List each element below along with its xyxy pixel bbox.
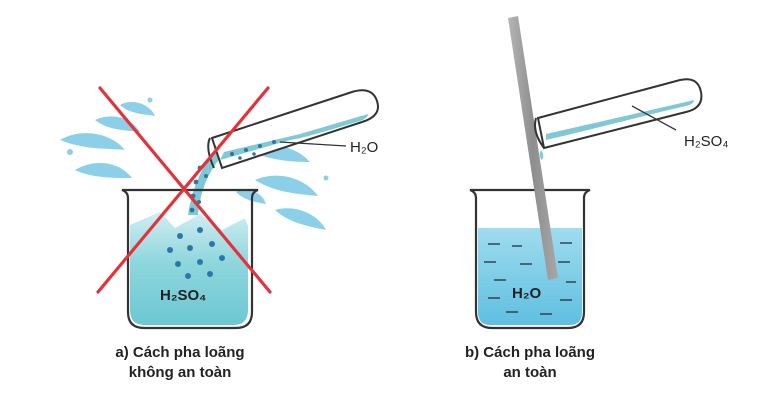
beaker-a-liquid <box>130 212 248 325</box>
leader-line-a <box>279 141 347 147</box>
beaker-b <box>469 188 591 330</box>
stream-bubbles <box>189 165 208 213</box>
liquid-ripples <box>484 242 576 315</box>
drops-in-beaker <box>167 227 225 279</box>
test-tube-a <box>207 89 379 170</box>
red-cross-mark <box>96 86 272 294</box>
caption-b: b) Cách pha loãng an toàn <box>430 343 630 383</box>
leader-line-b <box>631 105 677 131</box>
caption-a-line1: a) Cách pha loãng <box>115 344 245 361</box>
caption-a-line2: không an toàn <box>128 364 232 381</box>
beaker-b-liquid <box>478 228 582 325</box>
drip-drop <box>539 150 544 160</box>
caption-b-line2: an toàn <box>503 364 557 381</box>
panel-a: H₂O H₂SO₄ <box>60 86 379 330</box>
label-tube-b: H₂SO₄ <box>684 133 728 150</box>
panel-b: H₂SO₄ H₂O <box>469 16 728 330</box>
label-beaker-b: H₂O <box>512 285 541 302</box>
caption-a: a) Cách pha loãng không an toàn <box>70 343 290 383</box>
stream-a <box>188 152 222 215</box>
label-tube-a: H₂O <box>350 139 378 156</box>
label-beaker-a: H₂SO₄ <box>160 287 206 304</box>
glass-rod <box>508 16 558 280</box>
test-tube-b <box>534 78 703 150</box>
beaker-a <box>121 188 259 330</box>
caption-b-line1: b) Cách pha loãng <box>464 344 595 361</box>
